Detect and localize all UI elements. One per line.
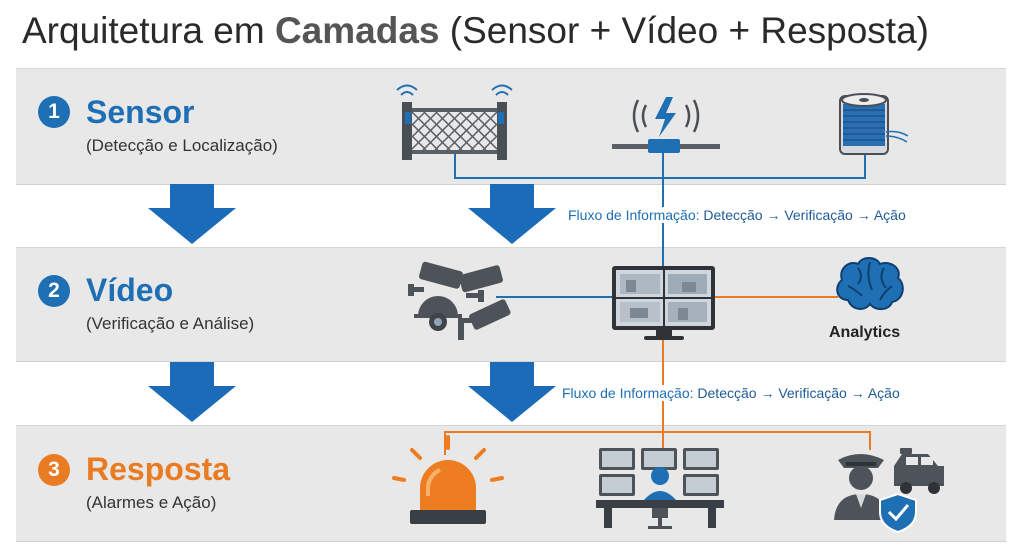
layer-1-name: Sensor [86, 94, 195, 130]
title-post: (Sensor + Vídeo + Resposta) [439, 10, 929, 51]
layer-2-name: Vídeo [86, 272, 174, 308]
title-pre: Arquitetura em [22, 10, 275, 51]
flow-label-1: Fluxo de Informação: Detecção → Verifica… [566, 207, 908, 223]
layer-2-subtitle: (Verificação e Análise) [86, 314, 255, 333]
connector-sensors [454, 150, 866, 179]
flow-label-1-lead: Fluxo de Informação: [568, 207, 700, 223]
layer-3-name: Resposta [86, 451, 231, 487]
layer-1-subtitle: (Detecção e Localização) [86, 136, 278, 155]
fiber-cable-spool-icon [839, 93, 909, 155]
down-arrow-mid-2 [468, 362, 556, 422]
down-arrow-left-1 [148, 184, 236, 244]
layer-1-badge: 1 [38, 96, 70, 128]
down-arrow-mid-1 [468, 184, 556, 244]
brain-analytics-icon [836, 257, 904, 310]
connector-response-bus [444, 431, 871, 455]
security-guard-car-icon [834, 448, 944, 534]
layer-band-video [16, 247, 1006, 362]
layer-3-subtitle: (Alarmes e Ação) [86, 493, 217, 512]
flow-label-1-tail: Detecção → Verificação → Ação [703, 207, 906, 223]
flow-label-2: Fluxo de Informação: Detecção → Verifica… [560, 385, 902, 401]
control-room-operator-icon [596, 448, 724, 529]
video-monitor-icon [612, 266, 715, 340]
vibration-sensor-icon [612, 97, 720, 153]
layer-band-resposta [16, 425, 1006, 542]
down-arrow-left-2 [148, 362, 236, 422]
fence-sensor-icon [396, 84, 513, 160]
cctv-cameras-icon [408, 261, 511, 340]
flow-label-2-lead: Fluxo de Informação: [562, 385, 694, 401]
page-title: Arquitetura em Camadas (Sensor + Vídeo +… [22, 10, 929, 52]
flow-label-2-tail: Detecção → Verificação → Ação [697, 385, 900, 401]
title-bold: Camadas [274, 10, 440, 51]
analytics-label: Analytics [829, 324, 901, 341]
alarm-beacon-icon [392, 435, 504, 524]
layer-3-badge: 3 [38, 454, 70, 486]
layer-2-badge: 2 [38, 275, 70, 307]
